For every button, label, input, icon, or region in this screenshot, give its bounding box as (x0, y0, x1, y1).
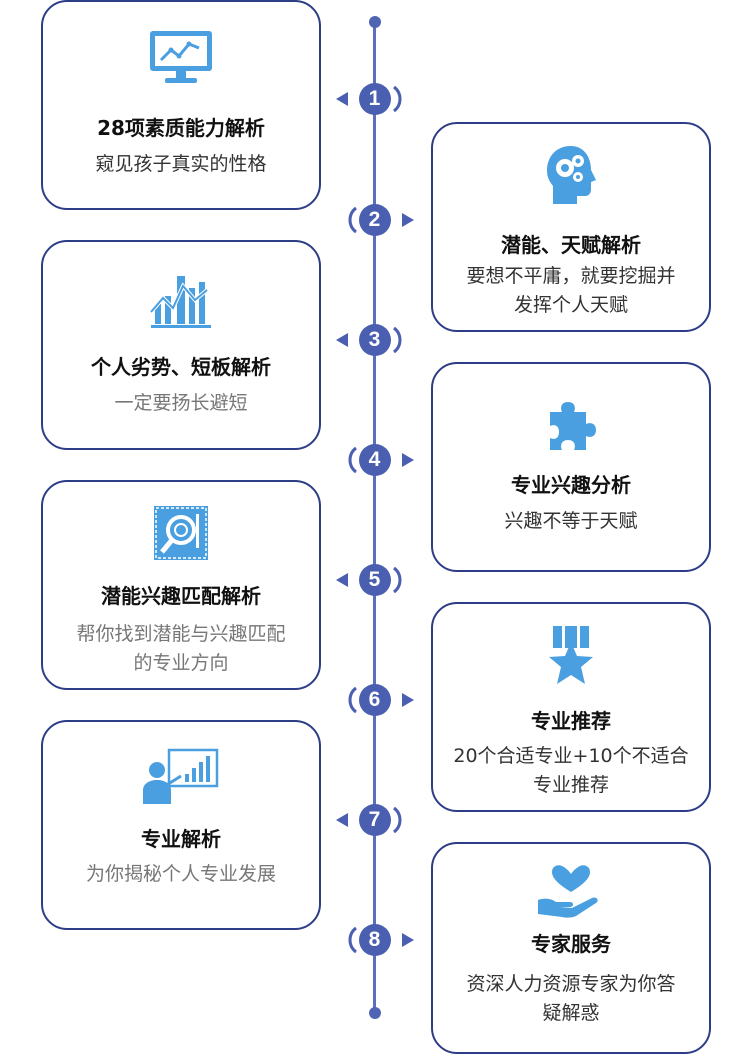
step-title: 个人劣势、短板解析 (91, 355, 271, 379)
step-node-7: 7 (358, 804, 391, 836)
node-5-decoration (336, 566, 402, 594)
step-description: 帮你找到潜能与兴趣匹配的专业方向 (76, 623, 286, 674)
monitor-chart-icon (150, 31, 212, 83)
step-card-7: 专业解析 为你揭秘个人专业发展 (41, 720, 321, 930)
step-title: 专家服务 (531, 932, 611, 956)
node-7-decoration (336, 806, 402, 834)
timeline-line (373, 22, 376, 1014)
head-gears-icon (547, 146, 596, 204)
step-description: 一定要扬长避短 (114, 392, 248, 414)
step-description: 20个合适专业+10个不适合专业推荐 (453, 745, 689, 796)
step-card-2: 潜能、天赋解析 要想不平庸，就要挖掘并发挥个人天赋 (431, 122, 711, 332)
timeline-end-dot (368, 1007, 381, 1019)
bar-chart-icon (149, 276, 211, 328)
node-2-decoration (348, 206, 414, 234)
node-8-decoration (348, 926, 414, 954)
step-node-1: 1 (358, 83, 391, 115)
node-4-decoration (348, 446, 414, 474)
node-3-decoration (336, 326, 402, 354)
step-card-8: 专家服务 资深人力资源专家为你答疑解惑 (431, 842, 711, 1054)
heart-hand-icon (538, 865, 598, 918)
timeline-start-dot (368, 16, 381, 28)
magnifier-icon (154, 506, 208, 560)
puzzle-icon (550, 402, 596, 450)
step-node-6: 6 (358, 684, 391, 716)
step-title: 专业解析 (141, 827, 221, 851)
step-description: 要想不平庸，就要挖掘并发挥个人天赋 (466, 265, 676, 316)
step-card-5: 潜能兴趣匹配解析 帮你找到潜能与兴趣匹配的专业方向 (41, 480, 321, 690)
step-description: 兴趣不等于天赋 (504, 510, 638, 532)
presenter-icon (143, 748, 219, 804)
step-node-8: 8 (358, 924, 391, 956)
step-node-5: 5 (358, 564, 391, 596)
step-card-3: 个人劣势、短板解析 一定要扬长避短 (41, 240, 321, 450)
step-title: 潜能、天赋解析 (501, 233, 641, 257)
step-title: 专业兴趣分析 (511, 473, 631, 497)
step-title: 潜能兴趣匹配解析 (101, 584, 261, 608)
step-description: 窥见孩子真实的性格 (95, 153, 267, 175)
step-card-1: 28项素质能力解析 窥见孩子真实的性格 (41, 0, 321, 210)
node-6-decoration (348, 686, 414, 714)
step-node-4: 4 (358, 444, 391, 476)
step-title: 专业推荐 (531, 709, 611, 733)
step-title: 28项素质能力解析 (97, 116, 265, 140)
step-card-4: 专业兴趣分析 兴趣不等于天赋 (431, 362, 711, 572)
step-node-3: 3 (358, 324, 391, 356)
node-1-decoration (336, 85, 402, 113)
step-description: 为你揭秘个人专业发展 (85, 863, 276, 885)
medal-star-icon (549, 626, 593, 684)
step-card-6: 专业推荐 20个合适专业+10个不适合专业推荐 (431, 602, 711, 812)
step-description: 资深人力资源专家为你答疑解惑 (466, 973, 676, 1024)
step-node-2: 2 (358, 204, 391, 236)
